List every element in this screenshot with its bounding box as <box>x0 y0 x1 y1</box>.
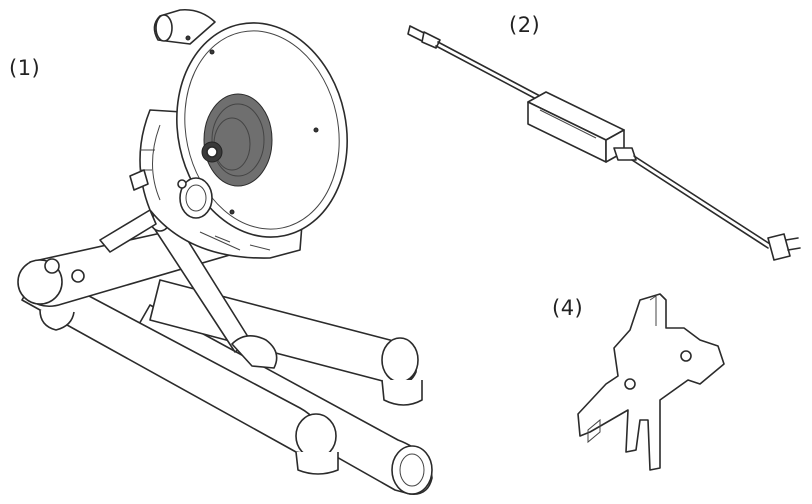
bracket-illustration <box>577 293 725 471</box>
trainer-leg-left <box>21 269 339 475</box>
trainer-port <box>177 177 213 219</box>
trainer-illustration <box>17 8 433 495</box>
label-item-4: (4) <box>552 296 584 320</box>
trainer-handle <box>153 8 216 45</box>
adapter-brick <box>527 91 625 163</box>
trainer-lever <box>129 169 149 191</box>
label-item-2: (2) <box>509 13 541 37</box>
wall-plug-icon <box>767 233 801 261</box>
power-adapter-illustration <box>407 25 801 261</box>
label-item-1: (1) <box>9 56 41 80</box>
trainer-cassette <box>201 93 273 187</box>
